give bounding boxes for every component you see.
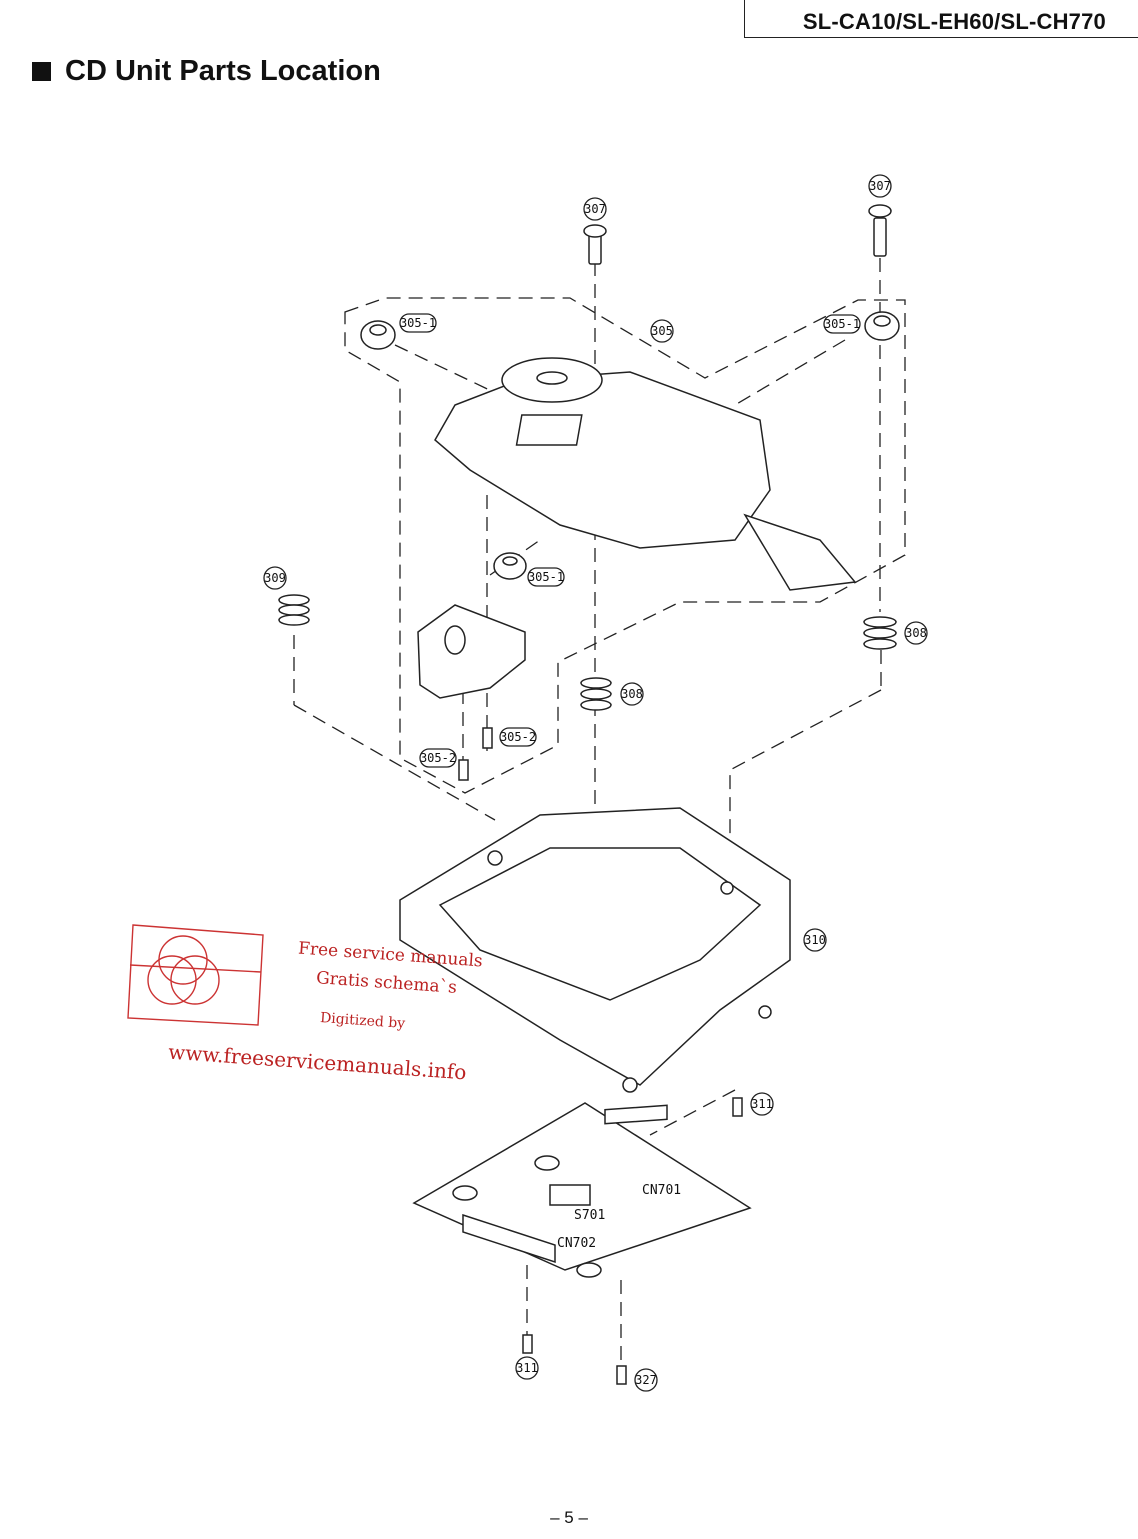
callout-310: 310: [804, 933, 826, 947]
spring-308-center: [581, 678, 611, 710]
screw-305-2-a: [483, 728, 492, 748]
callout-311-lower: 311: [516, 1361, 538, 1375]
pin-307-left: [589, 234, 601, 264]
traverse-mechanism-body: [435, 372, 770, 548]
callout-305-2-a: 305-2: [500, 730, 536, 744]
callout-305: 305: [651, 324, 673, 338]
sled-motor-assembly: [418, 605, 525, 698]
label-s701: S701: [574, 1208, 605, 1223]
callout-308-right: 308: [905, 626, 927, 640]
screw-305-2-b: [459, 760, 468, 780]
watermark-logo-icon: [128, 925, 263, 1025]
callout-309: 309: [264, 571, 286, 585]
pin-307-right: [874, 218, 886, 256]
switch-s701: [550, 1185, 590, 1205]
callout-305-2-b: 305-2: [420, 751, 456, 765]
callout-305-1-mid: 305-1: [528, 570, 564, 584]
callout-305-1-right: 305-1: [824, 317, 860, 331]
callout-307-right: 307: [869, 179, 891, 193]
page-number: – 5 –: [0, 1508, 1138, 1528]
callout-307-left: 307: [584, 202, 606, 216]
screw-311-upper: [733, 1098, 742, 1116]
spring-308-right: [864, 617, 896, 649]
flex-cable: [745, 515, 855, 590]
screw-327: [617, 1366, 626, 1384]
screw-311-lower: [523, 1335, 532, 1353]
callout-327: 327: [635, 1373, 657, 1387]
connector-cn701: [605, 1105, 667, 1123]
callout-305-1-left: 305-1: [400, 316, 436, 330]
spring-309: [279, 595, 309, 625]
label-cn701: CN701: [642, 1183, 681, 1198]
label-cn702: CN702: [557, 1236, 596, 1251]
pickup-sled: [517, 415, 582, 445]
callout-311-upper: 311: [751, 1097, 773, 1111]
callout-308-center: 308: [621, 687, 643, 701]
